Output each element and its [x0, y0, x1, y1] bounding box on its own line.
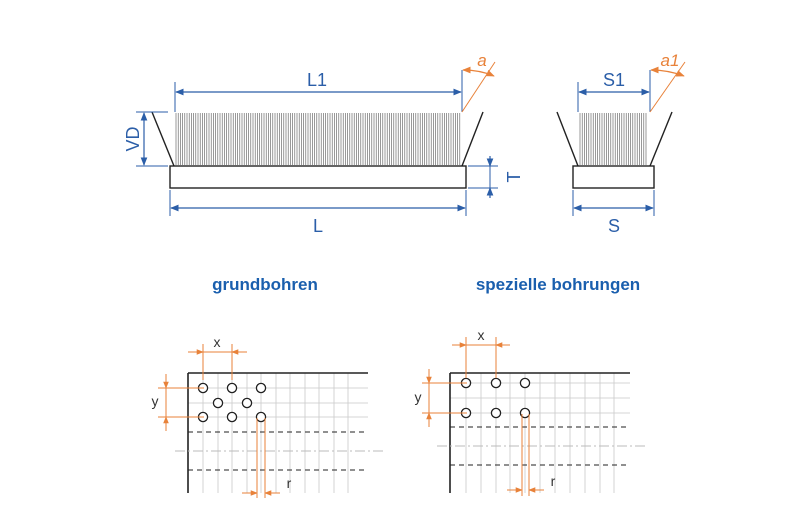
hole	[490, 407, 502, 419]
dim-r-left-label: r	[287, 475, 292, 491]
front-bristles	[175, 113, 461, 165]
front-view: L1 L VD T a	[123, 51, 524, 236]
dim-x-right-label: x	[478, 327, 485, 343]
hole	[255, 411, 267, 423]
front-left-edge	[151, 111, 175, 167]
hole	[241, 397, 253, 409]
side-base-bar	[572, 165, 655, 189]
pattern-grundbohren: x y r	[152, 334, 385, 498]
angle-a-label: a	[477, 51, 486, 70]
dim-r-right-label: r	[551, 473, 556, 489]
hole	[255, 382, 267, 394]
side-right-edge	[649, 111, 673, 167]
dim-y-left-label: y	[152, 393, 159, 409]
pattern-spezielle-bohrungen: x y r	[415, 327, 648, 496]
grid-right	[450, 373, 630, 493]
hole	[226, 382, 238, 394]
side-left-edge	[556, 111, 579, 167]
dim-T-label: T	[504, 172, 524, 183]
dim-L1-label: L1	[307, 70, 327, 90]
hole	[490, 377, 502, 389]
title-grundbohren: grundbohren	[212, 275, 318, 294]
angle-a1-label: a1	[661, 51, 680, 70]
hole	[212, 397, 224, 409]
holes-right	[460, 377, 531, 419]
dim-x-left-label: x	[214, 334, 221, 350]
hole	[519, 377, 531, 389]
front-right-edge	[461, 111, 484, 167]
title-spezielle-bohrungen: spezielle bohrungen	[476, 275, 640, 294]
hole	[226, 411, 238, 423]
dim-y-right-label: y	[415, 389, 422, 405]
hole	[519, 407, 531, 419]
angle-a-arc	[462, 66, 495, 77]
angle-a1-arc	[650, 66, 685, 77]
grid-left	[188, 373, 368, 493]
dim-L-label: L	[313, 216, 323, 236]
dim-VD-label: VD	[123, 126, 143, 151]
front-base-bar	[169, 165, 467, 189]
dim-S1-label: S1	[603, 70, 625, 90]
dim-S-label: S	[608, 216, 620, 236]
side-bristles	[579, 113, 647, 165]
side-view: S1 S a1	[556, 51, 686, 236]
